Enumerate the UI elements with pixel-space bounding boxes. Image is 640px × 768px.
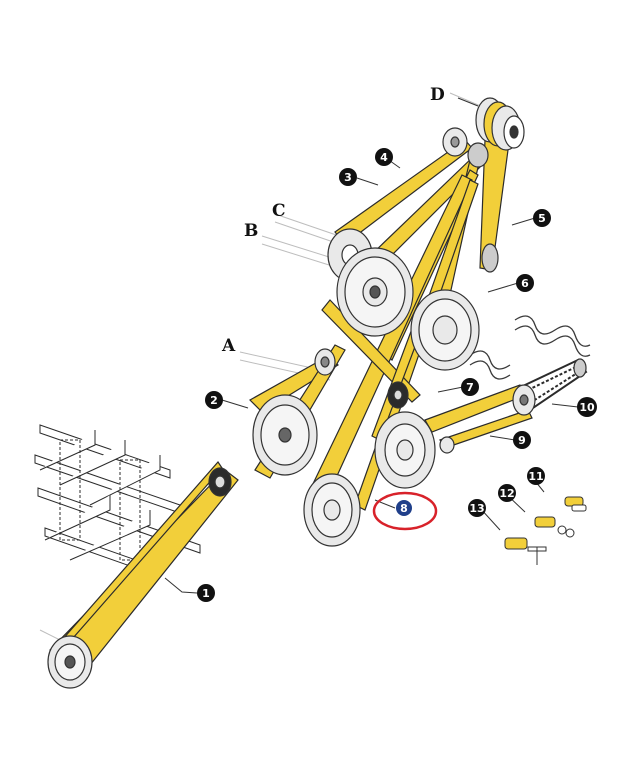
callouts: 1 2 3 4 5 6 7 8 <box>197 148 597 602</box>
callout-13[interactable]: 13 <box>468 499 486 517</box>
svg-text:4: 4 <box>380 151 388 164</box>
svg-text:7: 7 <box>466 381 474 394</box>
part-13 <box>504 537 528 550</box>
callout-10[interactable]: 10 <box>577 397 597 417</box>
callout-7[interactable]: 7 <box>461 378 479 396</box>
sprocket-10 <box>573 358 587 378</box>
svg-text:11: 11 <box>528 470 543 483</box>
letter-d: D <box>430 85 445 105</box>
letter-b: B <box>244 221 258 241</box>
pulleys <box>47 97 587 689</box>
svg-text:13: 13 <box>469 502 484 515</box>
letter-c: C <box>272 201 286 221</box>
callout-4[interactable]: 4 <box>375 148 393 166</box>
svg-text:1: 1 <box>202 587 210 600</box>
part-12 <box>534 516 556 528</box>
callout-11[interactable]: 11 <box>527 467 545 485</box>
letter-labels: A B C D <box>221 85 445 356</box>
callout-5[interactable]: 5 <box>533 209 551 227</box>
svg-text:9: 9 <box>518 434 526 447</box>
auger-screws <box>469 315 591 380</box>
pulley-9-small <box>439 436 455 454</box>
letter-a: A <box>221 336 236 356</box>
callout-3[interactable]: 3 <box>339 168 357 186</box>
callout-6[interactable]: 6 <box>516 274 534 292</box>
svg-text:8: 8 <box>400 502 408 515</box>
pulley-d <box>475 97 525 151</box>
svg-text:3: 3 <box>344 171 352 184</box>
svg-text:5: 5 <box>538 212 546 225</box>
callout-2[interactable]: 2 <box>205 391 223 409</box>
belt-1b <box>61 461 223 647</box>
callout-9[interactable]: 9 <box>513 431 531 449</box>
callout-8-highlight-ring <box>372 491 438 531</box>
svg-text:12: 12 <box>499 487 514 500</box>
callout-1[interactable]: 1 <box>197 584 215 602</box>
chain-links-hardware <box>504 496 587 565</box>
callout-12[interactable]: 12 <box>498 484 516 502</box>
svg-text:10: 10 <box>579 401 595 414</box>
svg-text:2: 2 <box>210 394 218 407</box>
svg-text:6: 6 <box>521 277 529 290</box>
idler-right <box>481 243 499 273</box>
idler-top-2 <box>467 142 489 168</box>
callout-8[interactable]: 8 <box>372 491 438 531</box>
